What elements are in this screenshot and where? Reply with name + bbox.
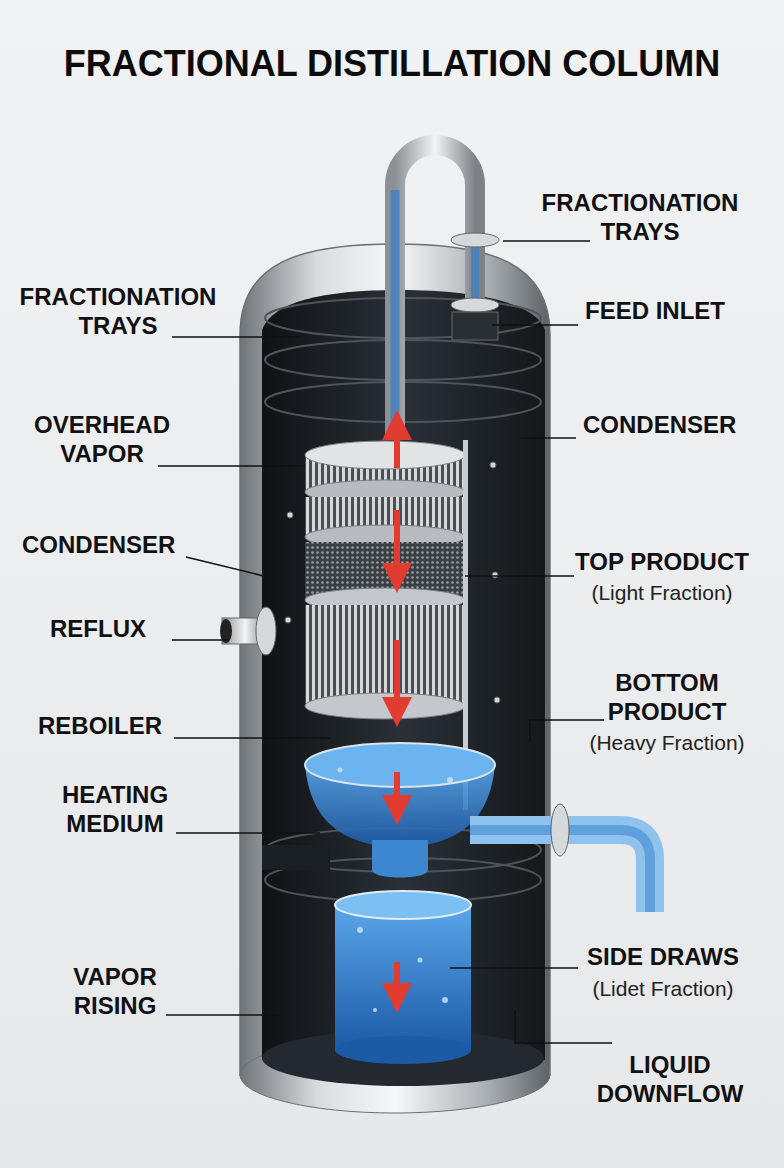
callout-label: REFLUX — [50, 614, 170, 643]
callout-label: FEED INLET — [585, 296, 765, 325]
callout-label: CONDENSER — [22, 530, 202, 559]
callout-label: LIQUID DOWNFLOW — [580, 1050, 760, 1109]
callout-label: CONDENSER — [583, 410, 763, 439]
fraction-note: (Lidet Fraction) — [563, 976, 763, 1002]
callout-label: OVERHEAD VAPOR — [22, 410, 182, 469]
callout-label: REBOILER — [38, 711, 188, 740]
callout-label: FRACTIONATION TRAYS — [520, 188, 760, 247]
callout-label: TOP PRODUCT — [562, 547, 762, 576]
callout-label: VAPOR RISING — [50, 962, 180, 1021]
diagram-title: FRACTIONAL DISTILLATION COLUMN — [0, 44, 784, 84]
callout-label: SIDE DRAWS — [568, 942, 758, 971]
callout-label: HEATING MEDIUM — [40, 780, 190, 839]
fraction-note: (Light Fraction) — [562, 580, 762, 606]
callout-label: FRACTIONATION TRAYS — [5, 282, 231, 341]
fraction-note: (Heavy Fraction) — [562, 730, 772, 756]
callout-label: BOTTOM PRODUCT — [572, 668, 762, 727]
